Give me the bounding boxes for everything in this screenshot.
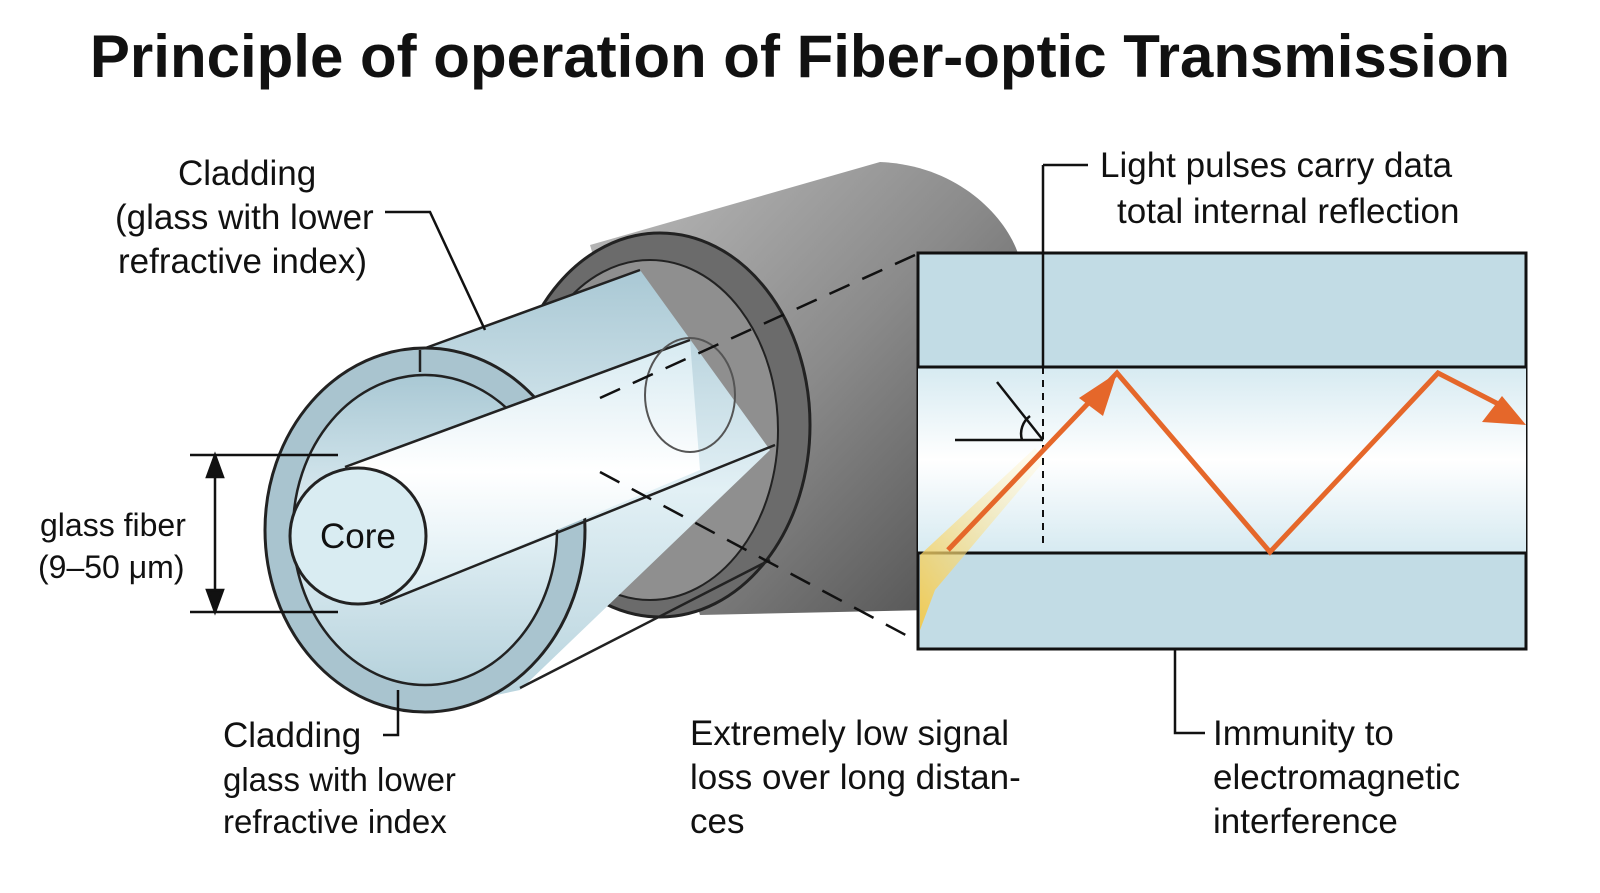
light-ray bbox=[946, 369, 1512, 556]
low-loss-label-2: loss over long distan- bbox=[690, 758, 1021, 797]
light-pulses-label-1: Light pulses carry data bbox=[1100, 146, 1453, 185]
immunity-label-1: Immunity to bbox=[1213, 714, 1394, 753]
cladding-bottom-label-3: refractive index bbox=[223, 803, 447, 840]
glass-fiber-label-2: (9–50 μm) bbox=[38, 549, 185, 585]
core-label: Core bbox=[320, 517, 396, 556]
reflection-detail-box bbox=[916, 163, 1528, 735]
cladding-top-label-2: (glass with lower bbox=[115, 198, 374, 237]
low-loss-label-1: Extremely low signal bbox=[690, 714, 1009, 753]
glass-fiber-label-1: glass fiber bbox=[40, 507, 186, 543]
diameter-dimension bbox=[190, 451, 338, 616]
cladding-top-label-3: refractive index) bbox=[118, 242, 367, 281]
light-pulses-label-2: total internal reflection bbox=[1117, 192, 1460, 231]
immunity-label-2: electromagnetic bbox=[1213, 758, 1461, 797]
cladding-top-label-1: Cladding bbox=[178, 154, 317, 193]
cladding-bottom-label-2: glass with lower bbox=[223, 761, 456, 798]
immunity-label-3: interference bbox=[1213, 802, 1398, 841]
core-cylinder bbox=[288, 337, 776, 606]
page-title: Principle of operation of Fiber-optic Tr… bbox=[89, 23, 1511, 90]
cladding-bottom-label-1: Cladding bbox=[223, 716, 362, 755]
low-loss-label-3: ces bbox=[690, 802, 745, 841]
